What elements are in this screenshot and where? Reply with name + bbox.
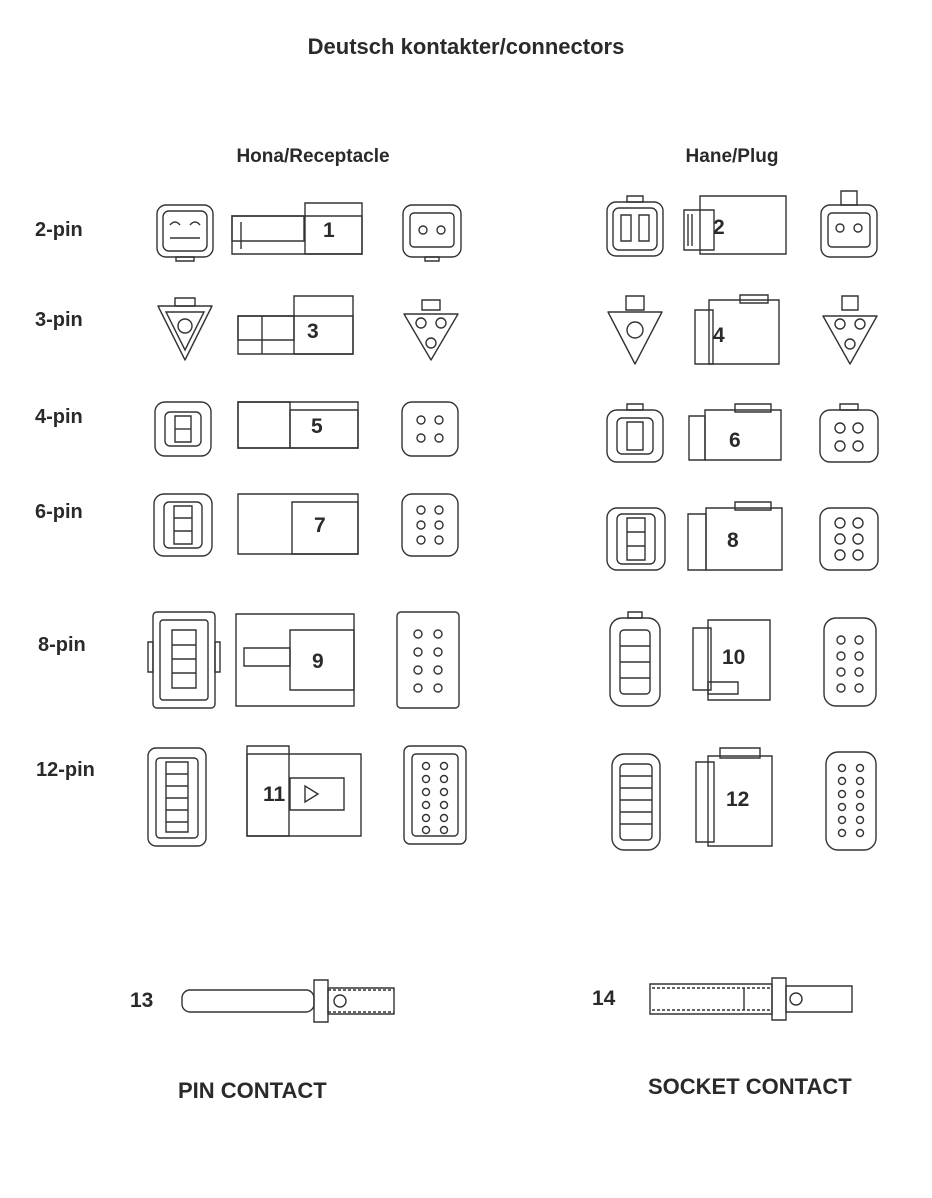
row-label-4pin: 4-pin	[35, 406, 83, 428]
plug-2pin-front-view	[607, 196, 663, 256]
row-label-2pin: 2-pin	[35, 219, 83, 241]
receptacle-4pin-side-view	[238, 402, 358, 448]
plug-8pin-front-view	[610, 612, 660, 706]
receptacle-3pin-front-view	[158, 298, 212, 360]
receptacle-6pin-front-view	[154, 494, 212, 556]
receptacle-2pin-side-view	[232, 203, 362, 254]
receptacle-8pin-front-view	[148, 612, 220, 708]
item-number-10: 10	[722, 646, 746, 669]
receptacle-4pin-rear-view	[402, 402, 458, 456]
plug-12pin-front-view	[612, 754, 660, 850]
item-number-8: 8	[727, 529, 739, 552]
item-number-11: 11	[263, 783, 286, 806]
receptacle-12pin-rear-view	[404, 746, 466, 844]
row-label-3pin: 3-pin	[35, 309, 83, 331]
plug-4pin-rear-view	[820, 404, 878, 462]
plug-4pin-front-view	[607, 404, 663, 462]
row-label-8pin: 8-pin	[38, 634, 86, 656]
plug-12pin-side-view	[696, 748, 772, 846]
plug-3pin-front-view	[608, 296, 662, 364]
plug-3pin-rear-view	[823, 296, 877, 364]
item-number-6: 6	[729, 429, 741, 452]
item-number-12: 12	[726, 788, 750, 811]
item-number-3: 3	[307, 320, 319, 343]
item-number-7: 7	[314, 514, 326, 537]
plug-4pin-side-view	[689, 404, 781, 460]
page-title: Deutsch kontakter/connectors	[307, 34, 625, 59]
item-number-1: 1	[323, 219, 335, 242]
item-number-14: 14	[592, 987, 616, 1010]
receptacle-2pin-rear-view	[403, 205, 461, 261]
pin-contact-drawing	[182, 980, 394, 1022]
receptacle-3pin-rear-view	[404, 300, 458, 360]
plug-6pin-side-view	[688, 502, 782, 570]
plug-2pin-rear-view	[821, 191, 877, 257]
item-number-13: 13	[130, 989, 154, 1012]
receptacle-6pin-rear-view	[402, 494, 458, 556]
row-label-6pin: 6-pin	[35, 501, 83, 523]
plug-2pin-side-view	[684, 196, 786, 254]
socket-contact-label: SOCKET CONTACT	[648, 1074, 852, 1099]
socket-contact-drawing	[650, 978, 852, 1020]
receptacle-12pin-side-view	[247, 746, 361, 836]
row-label-12pin: 12-pin	[36, 759, 95, 781]
item-number-5: 5	[311, 415, 323, 438]
item-number-9: 9	[312, 650, 324, 673]
receptacle-8pin-side-view	[236, 614, 354, 706]
item-number-4: 4	[713, 324, 725, 347]
receptacle-column-heading: Hona/Receptacle	[236, 146, 390, 167]
plug-6pin-rear-view	[820, 508, 878, 570]
plug-12pin-rear-view	[826, 752, 876, 850]
receptacle-4pin-front-view	[155, 402, 211, 456]
receptacle-3pin-side-view	[238, 296, 353, 354]
plug-3pin-side-view	[695, 295, 779, 364]
receptacle-6pin-side-view	[238, 494, 358, 554]
receptacle-8pin-rear-view	[397, 612, 459, 708]
plug-column-heading: Hane/Plug	[685, 146, 779, 167]
plug-6pin-front-view	[607, 508, 665, 570]
receptacle-12pin-front-view	[148, 748, 206, 846]
receptacle-2pin-front-view	[157, 205, 213, 261]
plug-8pin-rear-view	[824, 618, 876, 706]
pin-contact-label: PIN CONTACT	[178, 1078, 327, 1103]
plug-8pin-side-view	[693, 620, 770, 700]
item-number-2: 2	[713, 216, 725, 239]
